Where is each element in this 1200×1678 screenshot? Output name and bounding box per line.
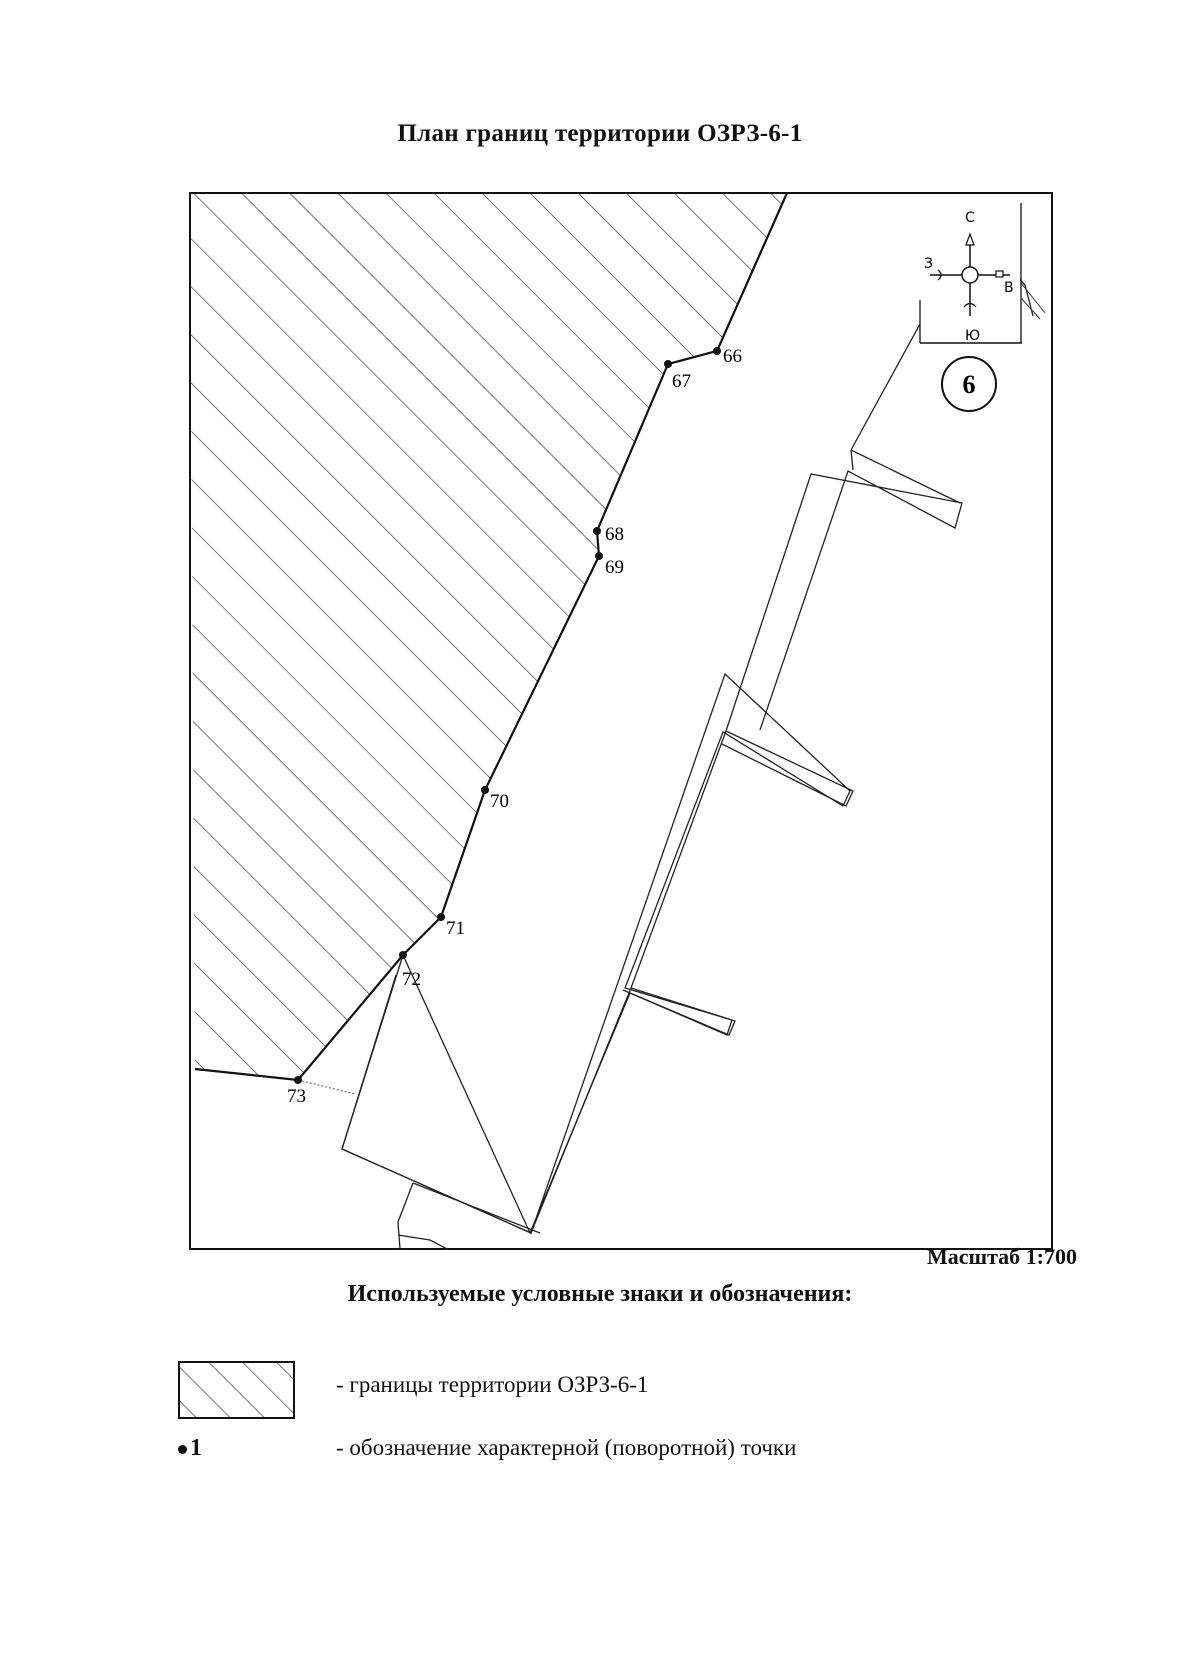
point-label: 71: [446, 918, 465, 939]
map-scale-label: Масштаб 1:700: [926, 1244, 1077, 1269]
building-diagonal: [412, 1182, 541, 1234]
boundary-point: 68: [593, 524, 624, 545]
territory-hatched-area: [190, 193, 787, 1080]
boundary-point: 66: [713, 346, 742, 367]
legend-title: Используемые условные знаки и обозначени…: [347, 1281, 853, 1307]
boundary-point: 73: [287, 1076, 306, 1107]
sheet-number-badge: 6: [941, 356, 997, 412]
legend-item-hatch: - границы территории ОЗРЗ-6-1: [0, 1362, 1200, 1422]
building-outline-main: [341, 974, 736, 1234]
building-outline-bottom-2: [397, 1234, 448, 1250]
building-wing-1: [630, 730, 854, 989]
boundary-point: 67: [664, 360, 691, 392]
compass-rose-icon: [930, 232, 1010, 316]
sheet-number: 6: [963, 370, 976, 399]
page-title: План границ территории ОЗРЗ-6-1: [397, 120, 803, 147]
compass-north-label: С: [965, 210, 975, 226]
boundary-line-left: [194, 1067, 299, 1082]
point-label: 66: [723, 346, 742, 367]
boundary-point: 70: [481, 786, 509, 812]
building-edge-2: [850, 449, 961, 504]
legend-item-point: 1 - обозначение характерной (поворотной)…: [0, 1435, 1200, 1495]
boundary-point: 72: [399, 951, 421, 990]
legend-item-text: - границы территории ОЗРЗ-6-1: [336, 1372, 649, 1397]
building-edge: [850, 449, 854, 471]
map-frame: [189, 192, 1053, 1250]
legend-point-symbol-text: 1: [190, 1435, 202, 1461]
boundary-point: 69: [595, 552, 624, 578]
connector-line: [297, 1079, 356, 1095]
legend-item-text: - обозначение характерной (поворотной) т…: [336, 1435, 797, 1460]
compass-inset: С Ю З В: [919, 203, 1046, 344]
point-label: 68: [605, 524, 624, 545]
point-label: 72: [402, 969, 421, 990]
legend-point-symbol: 1: [178, 1435, 202, 1462]
legend-hatch-swatch: [178, 1361, 295, 1419]
building-outline-bottom: [397, 1182, 414, 1250]
point-label: 70: [490, 791, 509, 812]
compass-west-label: З: [924, 256, 933, 272]
boundary-point: 71: [437, 913, 465, 939]
point-label: 67: [672, 371, 691, 392]
point-icon: [178, 1444, 187, 1454]
compass-east-label: В: [1004, 280, 1014, 296]
compass-south-label: Ю: [965, 328, 980, 344]
point-label: 73: [287, 1086, 306, 1107]
boundary-points: 66 67 68 69 70 71 72 73: [287, 346, 742, 1107]
point-label: 69: [605, 557, 624, 578]
building-wing-2: [725, 470, 963, 732]
